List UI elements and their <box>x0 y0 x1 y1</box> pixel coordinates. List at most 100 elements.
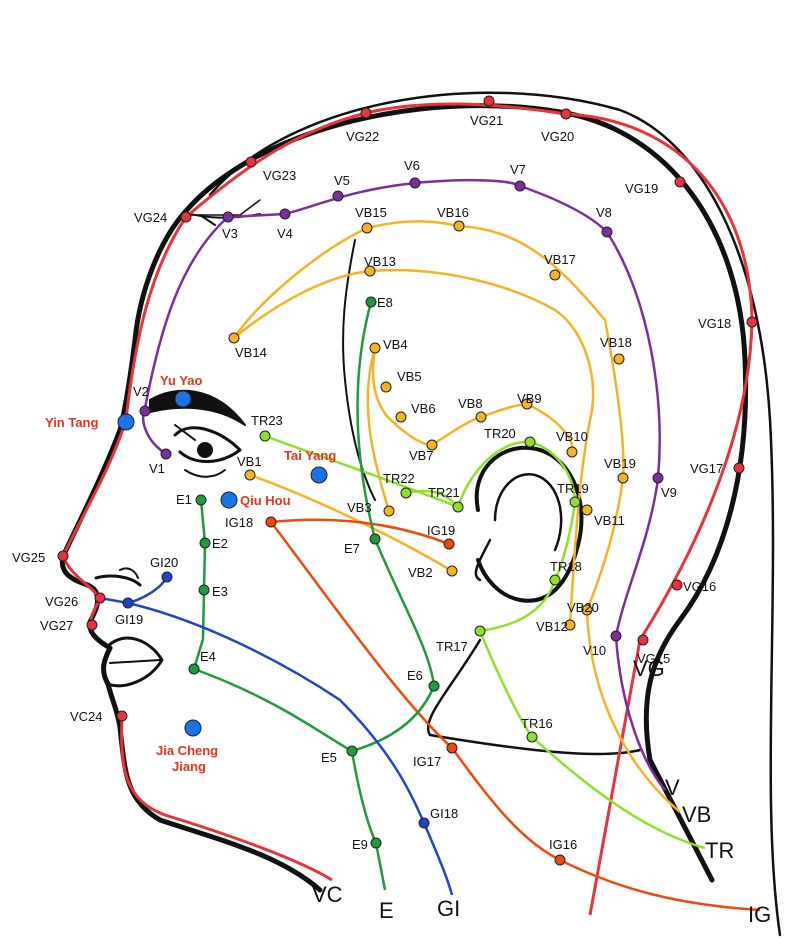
vb1-point <box>244 469 256 481</box>
label-v1: V1 <box>149 461 165 476</box>
e-channel-line <box>192 301 436 891</box>
ig17-point <box>446 742 458 754</box>
label-vg26: VG26 <box>45 594 78 609</box>
ig19-point <box>443 538 455 550</box>
label-tr17: TR17 <box>436 639 468 654</box>
label-v5: V5 <box>334 173 350 188</box>
label-gi18: GI18 <box>430 806 458 821</box>
yu-yao-point <box>174 390 192 408</box>
label-vb8: VB8 <box>458 396 483 411</box>
vb10-point <box>566 446 578 458</box>
label-vb2: VB2 <box>408 565 433 580</box>
tr23-point <box>259 430 271 442</box>
vb12-point <box>564 619 576 631</box>
tr17-point <box>474 625 486 637</box>
label-vg18: VG18 <box>698 316 731 331</box>
e6-point <box>428 680 440 692</box>
label-gi20: GI20 <box>150 555 178 570</box>
point-labels: VG15 VG16 VG17 VG18 VG19 VG20 VG21 VG22 … <box>12 113 731 852</box>
label-v6: V6 <box>404 158 420 173</box>
label-vb18: VB18 <box>600 335 632 350</box>
label-jiang: Jiang <box>172 759 206 774</box>
label-vg21: VG21 <box>470 113 503 128</box>
label-vb1: VB1 <box>237 454 262 469</box>
vb16-point <box>453 220 465 232</box>
label-ig16: IG16 <box>549 837 577 852</box>
vb15-point <box>361 222 373 234</box>
channel-label-v: V <box>665 775 680 800</box>
label-vb19: VB19 <box>604 456 636 471</box>
tr22-point <box>400 487 412 499</box>
vg-channel-line <box>61 102 754 916</box>
label-e2: E2 <box>212 536 228 551</box>
channel-label-vg: VG <box>633 656 665 681</box>
yin-tang-point <box>117 413 135 431</box>
vg26-point <box>94 592 106 604</box>
label-e6: E6 <box>407 668 423 683</box>
tr21-point <box>452 501 464 513</box>
vg17-point <box>733 462 745 474</box>
ig16-point <box>554 854 566 866</box>
label-vb16: VB16 <box>437 205 469 220</box>
label-e7: E7 <box>344 541 360 556</box>
label-vb3: VB3 <box>347 500 372 515</box>
label-vg22: VG22 <box>346 129 379 144</box>
label-tai-yang: Tai Yang <box>284 448 336 463</box>
vg20-point <box>560 108 572 120</box>
v5-point <box>332 190 344 202</box>
vg23-point <box>245 156 257 168</box>
tr16-point <box>526 731 538 743</box>
v6-point <box>409 177 421 189</box>
label-vg25: VG25 <box>12 550 45 565</box>
vc-channel-line <box>120 715 333 882</box>
channel-label-vc: VC <box>312 882 343 907</box>
channel-label-tr: TR <box>705 838 734 863</box>
v7-point <box>514 180 526 192</box>
vb2-point <box>446 565 458 577</box>
label-tr23: TR23 <box>251 413 283 428</box>
vb5-point <box>380 381 392 393</box>
label-vg27: VG27 <box>40 618 73 633</box>
vb7-point <box>426 439 438 451</box>
vg19-point <box>674 176 686 188</box>
extra-point-labels: Yu Yao Yin Tang Tai Yang Qiu Hou Jia Che… <box>45 373 336 774</box>
vb17-point <box>549 269 561 281</box>
label-vg24: VG24 <box>134 210 167 225</box>
extra-points <box>117 390 328 737</box>
label-e4: E4 <box>200 649 216 664</box>
tr18-point <box>549 574 561 586</box>
tr20-point <box>524 436 536 448</box>
label-vb15: VB15 <box>355 205 387 220</box>
label-vg20: VG20 <box>541 129 574 144</box>
label-vg15: VG15 <box>637 651 670 666</box>
label-vg19: VG19 <box>625 181 658 196</box>
vg24-point <box>180 211 192 223</box>
v3-point <box>222 211 234 223</box>
label-tr16: TR16 <box>521 716 553 731</box>
vg25-point <box>57 550 69 562</box>
e-points <box>188 296 440 849</box>
vb-points <box>228 220 629 631</box>
ig-points <box>265 516 566 866</box>
ig18-point <box>265 516 277 528</box>
e4-point <box>188 663 200 675</box>
label-tr19: TR19 <box>557 481 589 496</box>
label-tr21: TR21 <box>428 485 460 500</box>
v2-point <box>139 405 151 417</box>
label-vb11: VB11 <box>594 513 625 528</box>
label-v7: V7 <box>510 162 526 177</box>
label-v2: V2 <box>133 384 149 399</box>
label-vb4: VB4 <box>383 337 408 352</box>
label-vb6: VB6 <box>411 401 436 416</box>
gi-channel-line <box>99 576 454 896</box>
v1-point <box>160 448 172 460</box>
label-e9: E9 <box>352 837 368 852</box>
label-v8: V8 <box>596 205 612 220</box>
label-vg17: VG17 <box>690 461 723 476</box>
qiu-hou-point <box>220 491 238 509</box>
v9-point <box>652 472 664 484</box>
label-vb13: VB13 <box>364 254 396 269</box>
jia-cheng-jiang-point <box>184 719 202 737</box>
vb13-point <box>364 265 376 277</box>
